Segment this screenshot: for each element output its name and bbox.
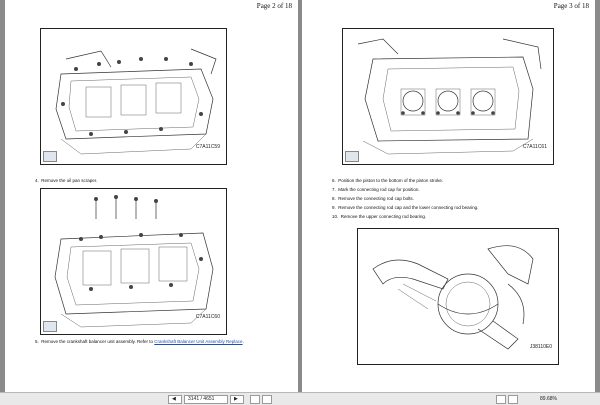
instruction-step: 10. Remove the upper connecting rod bear… xyxy=(332,214,427,219)
instruction-step: 7. Mark the connecting rod cap for posit… xyxy=(332,187,420,192)
zoom-out-icon[interactable] xyxy=(496,395,506,404)
instruction-step: 9. Remove the connecting rod cap and the… xyxy=(332,205,479,210)
next-page-button[interactable]: ▶ xyxy=(230,395,244,404)
zoom-level[interactable]: 89.68% xyxy=(540,396,557,402)
instruction-step: 5. Remove the crankshaft balancer unit a… xyxy=(35,339,244,344)
fit-width-icon[interactable] xyxy=(262,395,272,404)
page-number-label: Page 3 of 18 xyxy=(553,2,589,10)
zoom-figure-icon[interactable] xyxy=(43,321,57,332)
document-page-right: Page 3 of 18 C7A11C61 6. Position the pi… xyxy=(302,0,595,392)
crankcase-illustration xyxy=(357,38,542,155)
zoom-figure-icon[interactable] xyxy=(43,151,57,162)
viewer-status-bar: ◀ 3141 / 4651 ▶ 89.68% xyxy=(0,392,600,405)
instruction-step: 6. Position the piston to the bottom of … xyxy=(332,178,444,183)
page-number-label: Page 2 of 18 xyxy=(256,2,292,10)
document-page-left: Page 2 of 18 C7A11C59 4. Remove the oil … xyxy=(5,0,298,392)
figure-connecting-rods: C7A11C61 xyxy=(342,28,554,165)
procedure-link[interactable]: Crankshaft Balancer Unit Assembly Replac… xyxy=(154,339,243,344)
instruction-step: 8. Remove the connecting rod cap bolts. xyxy=(332,196,414,201)
previous-page-button[interactable]: ◀ xyxy=(168,395,182,404)
page-number-input[interactable]: 3141 / 4651 xyxy=(184,395,228,404)
figure-crankshaft-balancer: C7A11C60 xyxy=(40,188,227,335)
figure-code: C7A11C61 xyxy=(522,144,547,150)
figure-code: C7A11C60 xyxy=(195,314,220,320)
zoom-in-icon[interactable] xyxy=(508,395,518,404)
figure-bearing-removal: J38110E0 xyxy=(357,228,559,365)
bearing-removal-illustration xyxy=(372,245,534,350)
figure-oil-pan-bolts: C7A11C59 xyxy=(40,28,227,165)
engine-block-illustration xyxy=(54,195,214,328)
engine-block-illustration xyxy=(55,48,217,155)
zoom-figure-icon[interactable] xyxy=(345,151,359,162)
instruction-step: 4. Remove the oil pan scraper. xyxy=(35,178,98,183)
figure-code: J38110E0 xyxy=(529,344,552,350)
fit-page-icon[interactable] xyxy=(250,395,260,404)
figure-code: C7A11C59 xyxy=(195,144,220,150)
